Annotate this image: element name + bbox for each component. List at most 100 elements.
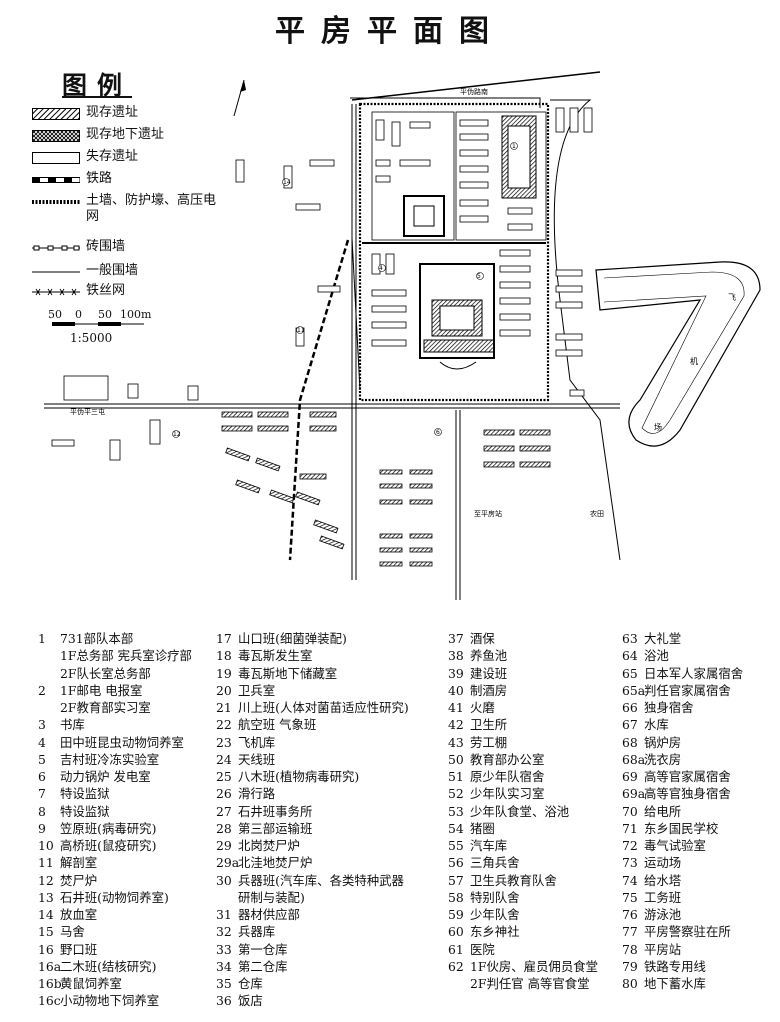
index-label: 饭店 — [238, 993, 263, 1009]
legend-label: 铁丝网 — [86, 283, 126, 298]
outer-road — [44, 97, 621, 600]
main-compound — [358, 102, 550, 402]
index-number: 59 — [448, 907, 464, 922]
index-label: 平房警察驻在所 — [644, 924, 731, 940]
scale-tick: 100m — [120, 308, 152, 321]
index-label: 野口班 — [60, 941, 98, 957]
index-number: 56 — [448, 855, 464, 871]
index-number: 77 — [622, 924, 638, 940]
legend-label: 土墙、防护壕、高压电网 — [86, 193, 217, 224]
index-number: 39 — [448, 665, 464, 681]
scale-ratio: 1:5000 — [70, 331, 113, 345]
index-number: 6 — [38, 769, 46, 784]
index-label: 劳工棚 — [470, 734, 508, 750]
index-label: 给水塔 — [644, 872, 682, 888]
index-label: 特设监狱 — [60, 786, 110, 802]
index-number: 33 — [216, 941, 232, 957]
ordinary-wall-symbol — [32, 271, 80, 273]
index-label: 2F队长室总务部 — [60, 665, 151, 681]
legend-item-existing-site: 现存遗址 — [30, 104, 230, 124]
map-number: 4 — [379, 265, 383, 272]
legend-item-railway: 铁路 — [30, 170, 230, 190]
index-label: 卫生所 — [470, 717, 508, 733]
legend-item-lost-site: 失存遗址 — [30, 148, 230, 168]
index-number: 7 — [38, 786, 46, 802]
index-number: 79 — [622, 958, 638, 974]
existing-site-symbol — [32, 108, 80, 120]
index-number: 22 — [216, 717, 232, 733]
index-label: 器材供应部 — [238, 907, 300, 922]
index-number: 29a — [216, 855, 240, 871]
index-number: 16a — [38, 958, 62, 974]
legend-label: 一般围墙 — [86, 263, 139, 278]
index-number: 16c — [38, 993, 61, 1009]
legend-label: 失存遗址 — [86, 149, 139, 164]
earth-wall-symbol — [32, 200, 80, 204]
index-number: 30 — [216, 872, 232, 888]
index-label: 书库 — [60, 717, 85, 733]
index-label: 兵器班(汽车库、各类特种武器 — [238, 872, 404, 888]
index-label: 洗衣房 — [644, 751, 682, 767]
index-number: 15 — [38, 924, 54, 940]
airfield — [595, 261, 761, 447]
index-number: 10 — [38, 838, 54, 853]
index-label: 川上班(人体对菌苗适应性研究) — [238, 700, 409, 715]
index-label: 焚尸炉 — [60, 872, 98, 888]
index-number: 13 — [38, 889, 54, 905]
index-item: 30 兵器班(汽车库、各类特种武器 — [216, 872, 446, 889]
map-number: 11 — [297, 327, 305, 334]
index-label: 天线班 — [238, 751, 276, 767]
index-label: 东乡神社 — [470, 924, 520, 940]
map-number-markers: 1 4 5 6 11 12 14 — [172, 142, 518, 438]
index-label: 少年队舍 — [470, 907, 520, 922]
index-number: 57 — [448, 872, 464, 888]
index-number: 68 — [622, 734, 638, 750]
index-item: 2F教育部实习室 — [38, 699, 213, 716]
index-number: 55 — [448, 838, 464, 853]
index-number: 67 — [622, 717, 638, 733]
index-label: 高桥班(鼠疫研究) — [60, 838, 157, 853]
index-label: 制酒房 — [470, 682, 508, 698]
index-label: 小动物地下饲养室 — [60, 993, 160, 1009]
index-label: 解剖室 — [60, 855, 98, 871]
index-number: 14 — [38, 907, 54, 922]
index-label: 少年队实习室 — [470, 786, 545, 802]
index-label: 浴池 — [644, 648, 669, 664]
index-label: 1F伙房、雇员佣员食堂 — [470, 958, 598, 974]
index-number: 34 — [216, 958, 232, 974]
index-label: 平房站 — [644, 941, 682, 957]
index-number: 41 — [448, 700, 464, 715]
index-item: 7 特设监狱 — [38, 785, 213, 802]
index-number: 21 — [216, 700, 232, 715]
index-label: 第一仓库 — [238, 941, 288, 957]
